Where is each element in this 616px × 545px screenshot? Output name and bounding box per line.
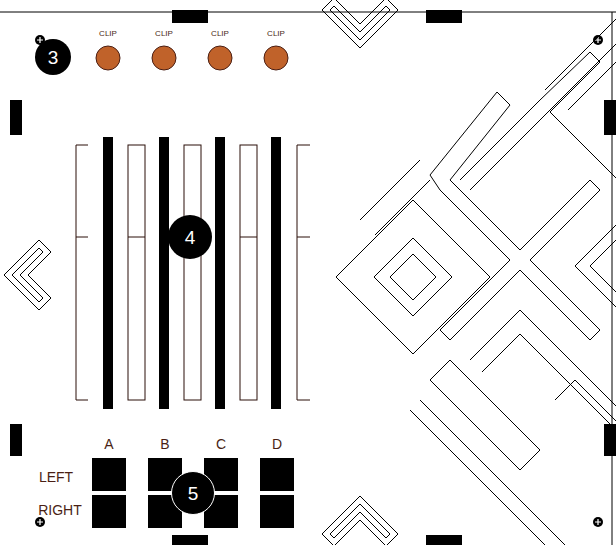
fader-slot — [159, 137, 169, 409]
callout-text: 5 — [188, 484, 199, 503]
fader-slot — [271, 137, 281, 409]
led-label: CLIP — [267, 30, 285, 38]
callout-text: 3 — [48, 48, 59, 67]
meter-slot — [184, 145, 201, 400]
row-label: RIGHT — [38, 503, 82, 517]
clip-leds — [96, 46, 288, 70]
meter-slot — [128, 145, 145, 400]
clip-led — [152, 46, 176, 70]
clip-led — [208, 46, 232, 70]
channel-label: C — [216, 437, 226, 451]
fader-slot — [103, 137, 113, 409]
row-label: LEFT — [39, 470, 73, 484]
callout-number: 3 — [35, 39, 71, 75]
callout-number: 5 — [171, 471, 215, 515]
led-label: CLIP — [99, 30, 117, 38]
screw — [593, 517, 603, 527]
callout-number: 4 — [168, 215, 212, 259]
led-label: CLIP — [155, 30, 173, 38]
push-button — [260, 458, 294, 491]
channel-label: D — [272, 437, 282, 451]
mounting-tabs — [10, 10, 616, 545]
screws — [35, 35, 603, 527]
channel-label: A — [104, 437, 113, 451]
push-button — [260, 495, 294, 528]
push-button — [92, 458, 126, 491]
screw — [35, 517, 45, 527]
led-label: CLIP — [211, 30, 229, 38]
chevrons — [4, 0, 398, 545]
sliders — [103, 137, 281, 409]
channel-label: B — [160, 437, 169, 451]
clip-led — [96, 46, 120, 70]
clip-led — [264, 46, 288, 70]
push-button — [92, 495, 126, 528]
fader-slot — [215, 137, 225, 409]
scale-brackets — [76, 145, 310, 400]
buttons — [92, 458, 294, 528]
meter-slot — [240, 145, 257, 400]
callout-text: 4 — [185, 228, 196, 247]
lattice-pattern — [336, 19, 616, 545]
